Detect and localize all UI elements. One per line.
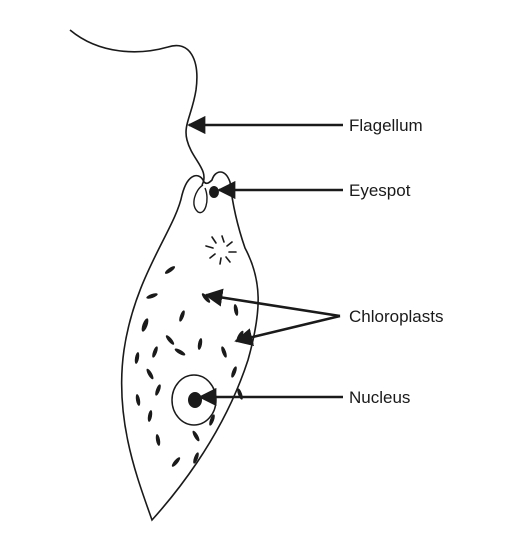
chloroplast [155,434,161,446]
chloroplast [179,310,185,322]
nucleolus [188,392,202,408]
chloroplast [197,338,203,350]
chloroplast [134,352,140,364]
chloroplast [233,304,239,316]
flagellum-label: Flagellum [349,116,423,135]
chloroplast-group [134,266,244,467]
chloroplast [164,266,176,274]
chloroplast [221,346,227,358]
chloroplast [193,452,199,464]
chloroplast [146,368,154,380]
nucleus-label: Nucleus [349,388,410,407]
chloroplasts-label: Chloroplasts [349,307,444,326]
chloroplast [135,394,141,406]
chloroplast [174,348,186,356]
contractile-vacuole [205,235,237,265]
eyespot-label: Eyespot [349,181,411,200]
chloroplast [231,366,237,378]
chloroplast [165,335,175,345]
chloroplast [152,346,158,358]
chloroplast [155,384,161,396]
chloroplast [146,293,158,299]
chloroplast [147,410,153,422]
chloroplasts-arrow-lower [234,314,341,347]
eyespot-dot [209,186,219,198]
chloroplast [171,457,181,467]
chloroplast [141,318,149,332]
chloroplast [192,430,200,442]
chloroplast [209,414,215,426]
chloroplast [201,293,211,303]
chloroplasts-arrow-upper [204,288,341,318]
cell-body-outline [120,171,259,522]
reservoir [193,184,208,214]
flagellum-strand [69,29,205,186]
